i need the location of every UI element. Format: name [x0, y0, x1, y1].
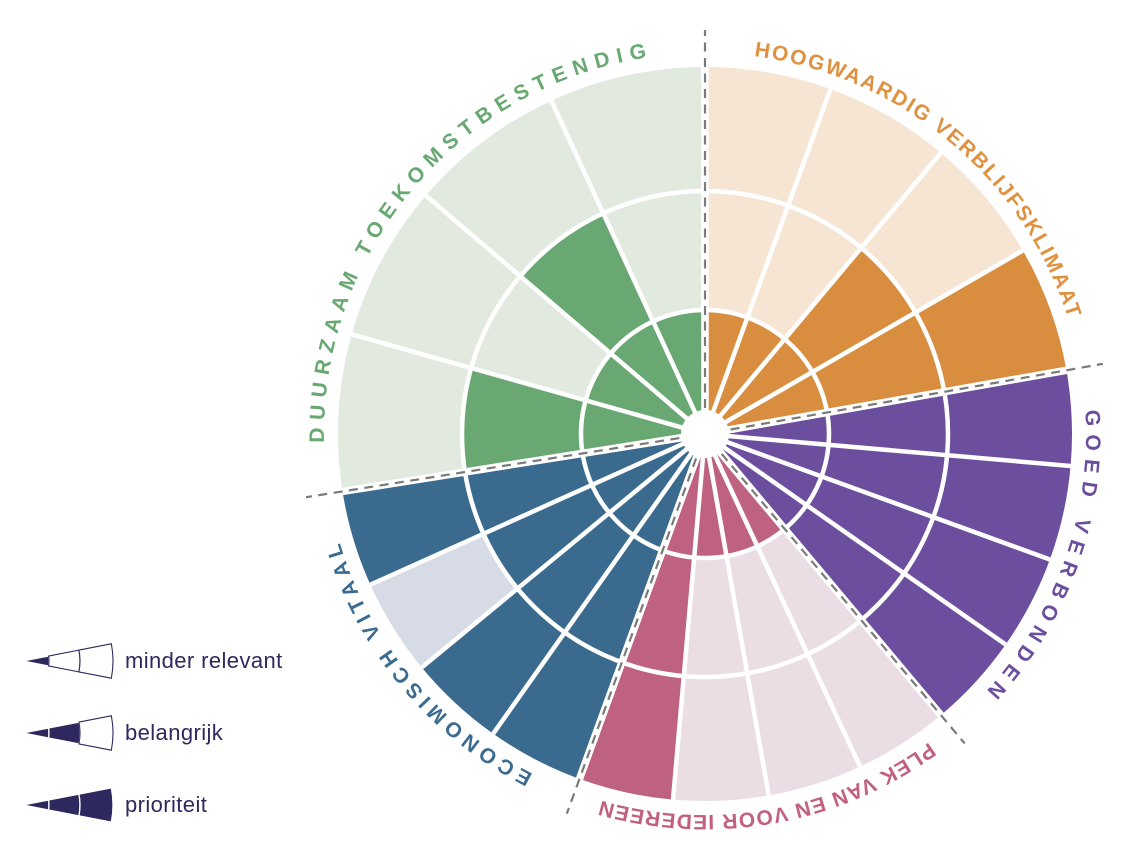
legend-icon-segment-1-filled — [22, 655, 50, 667]
wedge-goed-verbonden-1-level-3 — [705, 370, 1072, 466]
wedge-divider — [491, 449, 696, 736]
wedge-hoogwaardig-verblijfsklimaat-1-remainder — [705, 67, 831, 318]
sector-duurzaam-toekomstbestendig — [338, 67, 705, 492]
sector-economisch-vitaal — [342, 434, 705, 779]
legend-item-belangrijk: belangrijk — [21, 713, 283, 753]
legend-icon-segment-2-filled — [47, 721, 81, 745]
legend-icon-segment-2-empty — [47, 649, 81, 673]
legend-icon-segment-1-filled — [22, 727, 50, 739]
wedge-economisch-vitaal-3-remainder — [370, 533, 518, 668]
wedge-hoogwaardig-verblijfsklimaat-3-level-2 — [705, 247, 916, 434]
legend: minder relevant belangrijk prioriteit — [21, 641, 283, 857]
wedge-duurzaam-toekomstbestendig-2-remainder — [351, 195, 611, 401]
sector-divider-dashed — [565, 458, 698, 815]
legend-item-prioriteit: prioriteit — [21, 785, 283, 825]
legend-label: minder relevant — [125, 648, 283, 673]
wedge-plek-van-en-voor-iedereen-1-remainder — [757, 528, 941, 767]
legend-icon-segment-3-empty — [78, 643, 114, 679]
legend-icon-segment-3-empty — [78, 715, 114, 751]
wedge-goed-verbonden-4-level-3 — [705, 434, 1006, 716]
wedge-economisch-vitaal-3-level-2 — [483, 434, 705, 589]
wedge-duurzaam-toekomstbestendig-4-remainder — [551, 67, 705, 322]
wedge-level-1-icon — [22, 643, 114, 679]
wedge-divider — [706, 453, 771, 796]
wedge-divider — [721, 248, 1024, 426]
legend-label: prioriteit — [125, 792, 208, 817]
wedge-hoogwaardig-verblijfsklimaat-2-level-1 — [705, 317, 785, 434]
wedge-divider — [711, 451, 863, 768]
wedge-economisch-vitaal-4-level-3 — [342, 434, 705, 585]
wedge-divider — [720, 443, 1007, 647]
wedge-economisch-vitaal-1-level-3 — [493, 434, 705, 779]
wedge-hoogwaardig-verblijfsklimaat-4-level-3 — [705, 250, 1067, 434]
wedge-level-3-icon — [22, 787, 114, 823]
legend-item-minder-relevant: minder relevant — [21, 641, 283, 681]
wedge-duurzaam-toekomstbestendig-3-level-2 — [520, 213, 705, 434]
wedge-divider — [723, 438, 1051, 562]
wedge-plek-van-en-voor-iedereen-3-level-1 — [694, 434, 727, 559]
wedge-divider — [709, 88, 833, 416]
wedge-divider — [549, 99, 699, 417]
wedge-divider — [369, 440, 688, 587]
legend-icon-segment-1-filled — [22, 799, 50, 811]
wedge-divider — [424, 193, 692, 423]
wedge-duurzaam-toekomstbestendig-1-remainder — [338, 334, 472, 492]
sector-divider-dashed — [730, 362, 1104, 431]
wedge-duurzaam-toekomstbestendig-2-level-1 — [585, 353, 705, 434]
sector-divider-dashed — [305, 436, 680, 499]
wedge-divider — [724, 433, 1071, 469]
wedge-hoogwaardig-verblijfsklimaat-2-remainder — [747, 89, 941, 340]
sector-hoogwaardig-verblijfsklimaat — [705, 67, 1067, 434]
wedge-level-2-icon — [22, 715, 114, 751]
wedge-divider — [351, 332, 687, 431]
wedge-divider — [670, 453, 706, 800]
wedge-goed-verbonden-3-level-3 — [705, 434, 1050, 645]
wedge-divider — [716, 151, 943, 421]
legend-icon-segment-3-filled — [78, 787, 114, 823]
legend-icon-segment-2-filled — [47, 793, 81, 817]
wedge-economisch-vitaal-2-level-3 — [421, 434, 705, 734]
sector-divider-dashed — [720, 453, 966, 745]
hub-circle — [681, 410, 729, 458]
wedge-divider — [420, 444, 692, 670]
legend-label: belangrijk — [125, 720, 224, 745]
